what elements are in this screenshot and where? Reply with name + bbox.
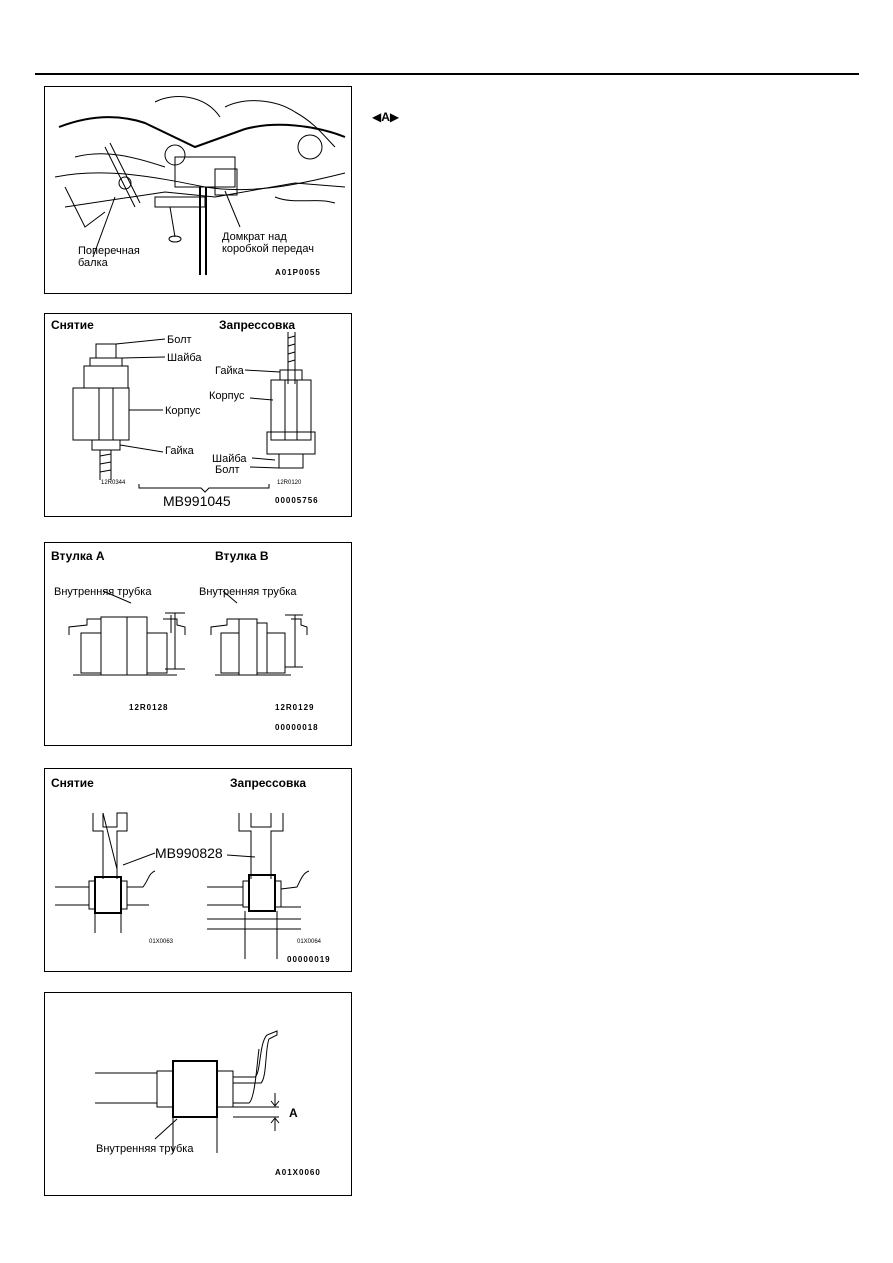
label-right-housing: Корпус bbox=[209, 390, 245, 402]
figure-code: A01X0060 bbox=[275, 1168, 321, 1177]
figure-code: 00005756 bbox=[275, 496, 319, 505]
label-left-nut: Гайка bbox=[165, 445, 194, 457]
heading-bushing-b: Втулка В bbox=[215, 549, 269, 563]
figure-crossmember-removal: Поперечная балка Домкрат над коробкой пе… bbox=[44, 86, 352, 294]
label-left-bolt: Болт bbox=[167, 334, 192, 346]
section-marker-a: ◀A▶ bbox=[372, 110, 400, 124]
label-left-housing: Корпус bbox=[165, 405, 201, 417]
code-bushing-a: 12R0128 bbox=[129, 703, 169, 712]
figure-bushing-tool-mb991045: Снятие Запрессовка Болт Шайба Корпус Гай… bbox=[44, 313, 352, 517]
heading-removal: Снятие bbox=[51, 318, 94, 332]
code-left: 01X0063 bbox=[149, 939, 174, 945]
heading-press-in: Запрессовка bbox=[230, 776, 307, 790]
label-left-washer: Шайба bbox=[167, 352, 202, 364]
figure-code: A01P0055 bbox=[275, 268, 321, 277]
label-right-washer: Шайба bbox=[212, 453, 247, 465]
dimension-a-label: A bbox=[289, 1106, 298, 1120]
illustration-bushings bbox=[68, 590, 308, 676]
label-jack: Домкрат над коробкой передач bbox=[222, 231, 314, 255]
label-crossmember: Поперечная балка bbox=[78, 245, 140, 269]
tool-number: MB991045 bbox=[163, 493, 231, 509]
label-right-bolt: Болт bbox=[215, 464, 240, 476]
code-bushing-b: 12R0129 bbox=[275, 703, 315, 712]
heading-press-in: Запрессовка bbox=[219, 318, 296, 332]
code-right: 12R0120 bbox=[277, 480, 302, 486]
heading-removal: Снятие bbox=[51, 776, 94, 790]
illustration-tool-mb991045 bbox=[72, 332, 316, 493]
label-right-nut: Гайка bbox=[215, 365, 244, 377]
label-inner-tube-b: Внутренняя трубка bbox=[199, 586, 297, 598]
illustration-crossmember bbox=[54, 96, 346, 275]
figure-code: 00000018 bbox=[275, 723, 319, 732]
figure-bushing-dimension-a: A Внутренняя трубка A01X0060 bbox=[44, 992, 352, 1196]
label-inner-tube-a: Внутренняя трубка bbox=[54, 586, 152, 598]
tool-number: MB990828 bbox=[155, 845, 223, 861]
figure-code: 00000019 bbox=[287, 955, 331, 964]
header-rule bbox=[35, 73, 859, 75]
code-right: 01X0064 bbox=[297, 939, 322, 945]
code-left: 12R0344 bbox=[101, 480, 126, 486]
figure-bushings-a-b: Втулка А Втулка В Внутренняя трубка Внут… bbox=[44, 542, 352, 746]
figure-bushing-tool-mb990828: Снятие Запрессовка MB990828 01X0063 01X0… bbox=[44, 768, 352, 972]
illustration-bushing-dimension bbox=[95, 1030, 280, 1153]
illustration-tool-mb990828 bbox=[55, 812, 310, 959]
heading-bushing-a: Втулка А bbox=[51, 549, 105, 563]
label-inner-tube: Внутренняя трубка bbox=[96, 1143, 194, 1155]
